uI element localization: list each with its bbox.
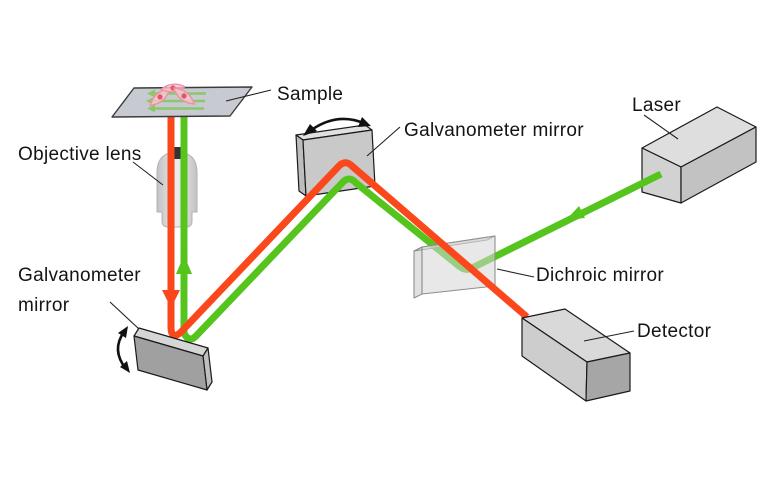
excitation-arrowhead-laser <box>566 206 585 220</box>
dichroic-mirror-plate <box>413 235 496 299</box>
mirror-face <box>133 335 208 391</box>
label-galvanometer-mirror-left-line1: Galvanometer <box>18 265 141 286</box>
label-galvanometer-mirror-top: Galvanometer mirror <box>404 120 584 141</box>
cell-nucleus <box>157 94 163 100</box>
scan-arrow-tip <box>147 89 155 98</box>
pointer-line-objective <box>132 161 164 186</box>
pointer-line-detector <box>583 330 635 342</box>
pointer-line-dichroic <box>496 268 535 278</box>
emission-arrowhead-down <box>162 290 180 308</box>
pointer-line-sample <box>225 89 272 102</box>
emission-beam <box>162 112 530 339</box>
label-laser: Laser <box>632 95 681 116</box>
label-objective-lens: Objective lens <box>18 144 142 165</box>
rotation-arrowhead-left <box>303 124 317 136</box>
label-detector: Detector <box>637 321 712 342</box>
label-sample: Sample <box>277 84 343 105</box>
rotation-arrowhead-right <box>358 117 371 127</box>
dichroic-left-edge <box>413 246 423 299</box>
scan-arrow-tip <box>147 104 155 113</box>
cell-nucleus <box>181 93 187 99</box>
detector-box-right-face <box>585 352 631 402</box>
detector-box <box>521 308 631 402</box>
sample-cells <box>149 83 196 107</box>
cell <box>172 87 196 105</box>
rotation-arrow-bottom-icon <box>116 326 130 373</box>
pointer-line-galvo-top <box>366 126 401 157</box>
label-galvanometer-mirror-left-line2: mirror <box>18 295 70 316</box>
pointer-line-laser <box>643 114 679 140</box>
objective-lens-body <box>156 151 198 228</box>
galvanometer-mirror-bottom <box>133 327 213 391</box>
pointer-line-galvo-left <box>109 301 140 330</box>
rotation-arrowhead-top <box>118 326 128 338</box>
rotation-arrow-top-icon <box>303 117 371 136</box>
emission-beam-path <box>167 112 530 339</box>
objective-lens <box>156 147 198 228</box>
laser-box <box>641 106 757 204</box>
sample-plate <box>111 83 253 118</box>
label-dichroic-mirror: Dichroic mirror <box>536 265 664 286</box>
excitation-arrowhead-up <box>176 255 192 274</box>
labels: Sample Objective lens Galvanometer mirro… <box>18 84 712 342</box>
laser-box-right-face <box>680 126 757 204</box>
rotation-arrowhead-bottom <box>120 361 130 373</box>
